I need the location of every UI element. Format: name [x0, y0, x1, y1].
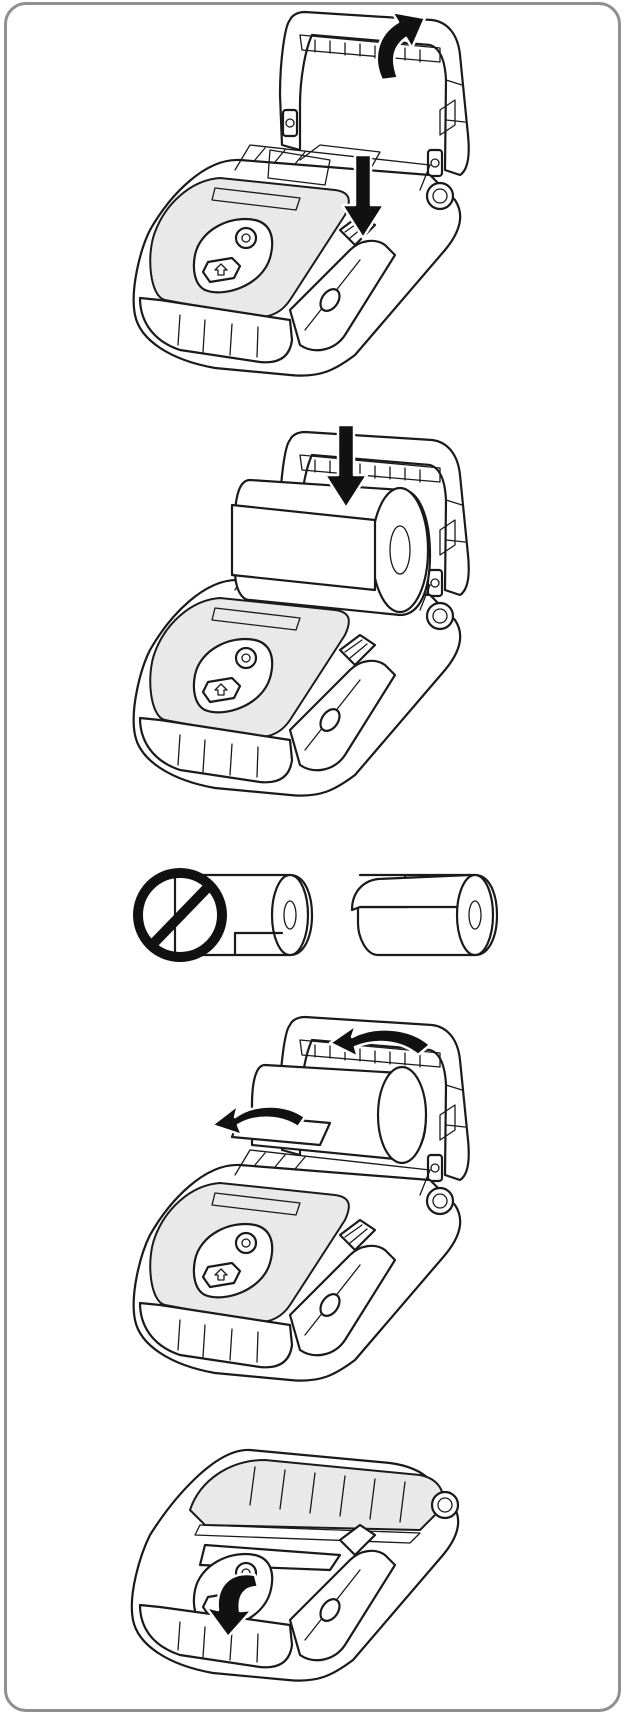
curved-arrow-left: [210, 1103, 307, 1137]
roll-orientation-diagram: [133, 868, 499, 962]
prohibited-icon: [133, 868, 227, 962]
printer-illustration-close-cover: [132, 1015, 470, 1382]
curved-arrow-down: [204, 1572, 260, 1639]
step-roll-orientation: [0, 855, 627, 975]
step-open-cover: [0, 0, 627, 400]
roll-wrong-orientation: [173, 873, 314, 957]
printer-illustration-closed: [130, 1448, 460, 1682]
printer-illustration-open: [132, 10, 470, 377]
down-arrow: [340, 153, 386, 240]
curved-arrow-up: [375, 10, 427, 82]
roll-correct-orientation: [350, 873, 499, 957]
step-cover-closed: [0, 1405, 627, 1705]
down-arrow: [323, 423, 369, 510]
step-pull-paper-close-cover: [0, 1005, 627, 1405]
curved-arrow-back: [328, 1023, 432, 1059]
printer-illustration-insert-roll: [132, 423, 470, 797]
step-insert-paper-roll: [0, 420, 627, 820]
